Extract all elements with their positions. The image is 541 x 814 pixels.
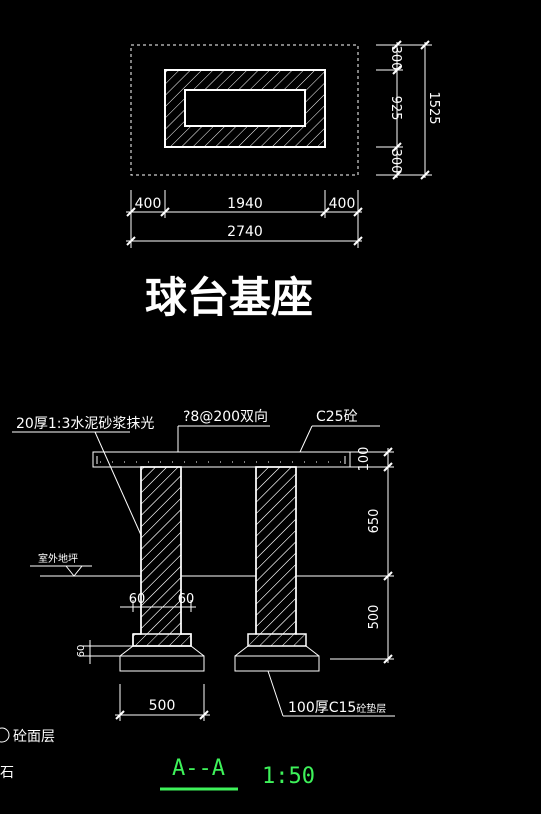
footing-left bbox=[132, 466, 192, 647]
section-dim-60-c: 60 bbox=[76, 645, 87, 658]
outdoor-ground-label: 室外地坪 bbox=[38, 552, 78, 565]
base-pad-left bbox=[119, 655, 205, 672]
legend-marker-icon bbox=[0, 727, 10, 743]
plan-dim-925: 925 bbox=[388, 96, 403, 121]
top-slab bbox=[92, 451, 351, 468]
section-name: A--A bbox=[172, 756, 225, 781]
section-dim-500-bottom: 500 bbox=[149, 698, 176, 714]
base-pad-right bbox=[234, 655, 320, 672]
section-dim-60-a: 60 bbox=[129, 592, 146, 607]
plan-outer-outline bbox=[130, 44, 359, 176]
footing-right bbox=[247, 466, 307, 647]
plan-dim-400-left: 400 bbox=[135, 196, 162, 212]
legend-item-2: 石 bbox=[0, 765, 14, 781]
concrete-grade: C25砼 bbox=[316, 409, 358, 425]
plan-dim-1525: 1525 bbox=[426, 91, 441, 124]
plan-dim-1940: 1940 bbox=[227, 196, 263, 212]
legend: 砼面层 石 bbox=[0, 727, 55, 781]
base-spec: 100厚C15砼垫层 bbox=[288, 700, 386, 716]
drawing-title: 球台基座 bbox=[145, 273, 313, 322]
plan-dim-300-top: 300 bbox=[388, 46, 403, 71]
plan-hatched-frame bbox=[164, 69, 326, 148]
section-dim-100: 100 bbox=[357, 447, 372, 472]
legend-item-1: 砼面层 bbox=[13, 729, 55, 745]
plan-dim-2740: 2740 bbox=[227, 224, 263, 240]
plan-view: 400 1940 400 2740 300 925 300 1525 bbox=[126, 40, 441, 248]
section-dim-500: 500 bbox=[367, 605, 382, 630]
plan-dim-400-right: 400 bbox=[329, 196, 356, 212]
note-mortar: 20厚1:3水泥砂浆抹光 bbox=[16, 416, 154, 432]
rebar-spec: ?8@200双向 bbox=[183, 409, 268, 425]
section-dim-60-b: 60 bbox=[178, 592, 195, 607]
section-view: 室外地坪 20厚1:3水泥砂浆抹光 ?8@200双向 C25砼 100 650 … bbox=[12, 409, 395, 791]
section-dim-650: 650 bbox=[367, 509, 382, 534]
section-scale: 1:50 bbox=[262, 764, 315, 789]
plan-dim-300-bottom: 300 bbox=[388, 149, 403, 174]
